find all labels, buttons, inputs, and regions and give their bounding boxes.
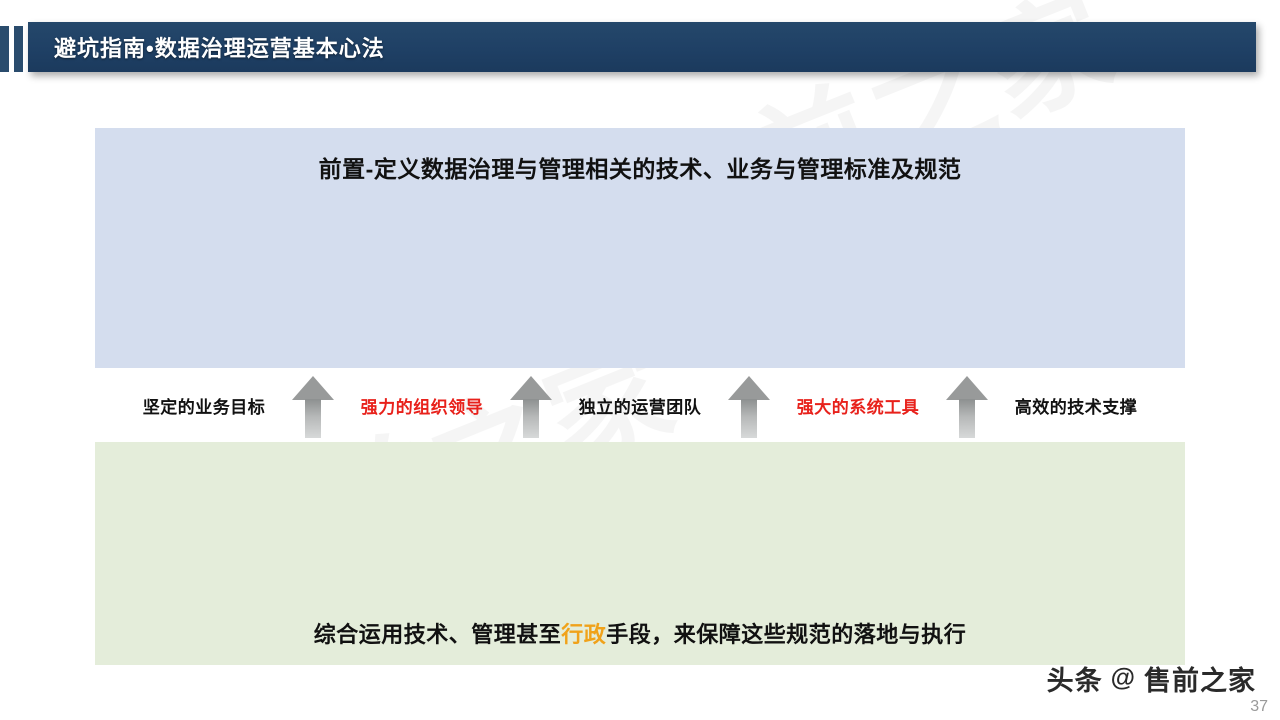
- top-standards-panel: 前置-定义数据治理与管理相关的技术、业务与管理标准及规范: [95, 128, 1185, 368]
- title-banner: 避坑指南•数据治理运营基本心法: [28, 22, 1256, 72]
- arrow-shaft: [959, 399, 975, 438]
- arrow-cell-2: [500, 372, 562, 438]
- arrow-shaft: [305, 399, 321, 438]
- arrow-head: [510, 376, 552, 400]
- arrow-head: [728, 376, 770, 400]
- title-accent-bar-2: [14, 26, 23, 72]
- arrow-up-icon: [510, 376, 552, 438]
- title-accent-bar-1: [0, 26, 9, 72]
- caption-highlight: 行政: [561, 622, 607, 647]
- enabler-label-3: 独立的运营团队: [578, 397, 702, 417]
- top-panel-title: 前置-定义数据治理与管理相关的技术、业务与管理标准及规范: [318, 156, 962, 182]
- at-icon: @: [1110, 664, 1136, 692]
- enabler-label-5: 高效的技术支撑: [1014, 397, 1138, 417]
- caption-part-1: 综合运用技术、管理甚至: [313, 622, 562, 647]
- enabler-label-2: 强力的组织领导: [360, 397, 484, 417]
- arrow-up-icon: [946, 376, 988, 438]
- arrow-head: [292, 376, 334, 400]
- slide-title-bar: 避坑指南•数据治理运营基本心法: [0, 22, 1262, 76]
- arrow-cell-4: [936, 372, 998, 438]
- arrow-shaft: [523, 399, 539, 438]
- watermark-brand: 头条: [1046, 666, 1103, 696]
- enabler-label-4: 强大的系统工具: [796, 397, 920, 417]
- footer-watermark: 头条 @ 售前之家: [1047, 659, 1256, 698]
- arrow-up-icon: [728, 376, 770, 438]
- arrow-up-icon: [292, 376, 334, 438]
- page-number: 37: [1250, 698, 1268, 715]
- page-title: 避坑指南•数据治理运营基本心法: [54, 36, 385, 61]
- watermark-account: 售前之家: [1144, 666, 1256, 696]
- arrow-cell-1: [282, 372, 344, 438]
- bottom-panel-caption: 综合运用技术、管理甚至行政手段，来保障这些规范的落地与执行: [95, 617, 1185, 649]
- arrow-head: [946, 376, 988, 400]
- arrow-cell-3: [718, 372, 780, 438]
- bottom-execution-panel: 综合运用技术、管理甚至行政手段，来保障这些规范的落地与执行: [95, 442, 1185, 665]
- caption-part-2: 手段，来保障这些规范的落地与执行: [606, 622, 967, 647]
- middle-enabler-band: 坚定的业务目标 强力的组织领导 独立的运营团队 强大的系统工具 高效的技术支撑: [95, 368, 1185, 442]
- enabler-label-1: 坚定的业务目标: [142, 397, 266, 417]
- arrow-shaft: [741, 399, 757, 438]
